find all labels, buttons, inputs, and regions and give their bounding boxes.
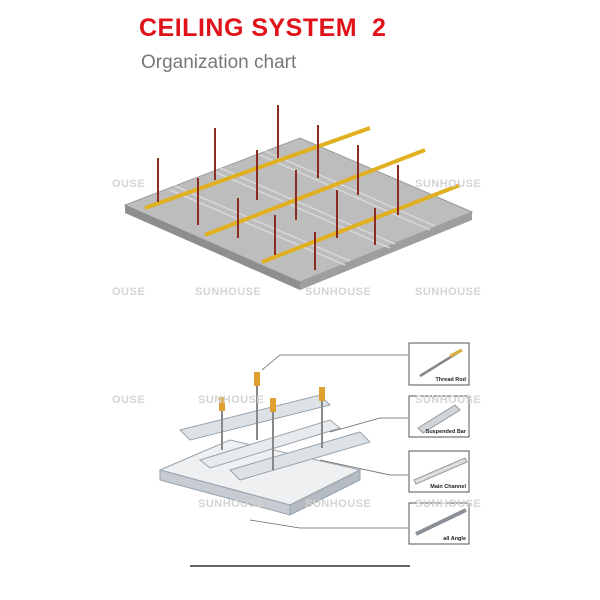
label-suspended-bar: Suspended Bar (425, 429, 466, 435)
watermark: SUNHOUSE (198, 498, 265, 510)
label-main-channel: Main Channel (430, 484, 466, 490)
main-channel-icon (413, 457, 468, 485)
watermark: SUNHOUSE (415, 286, 482, 298)
wall-angle-icon (415, 508, 467, 536)
watermark: SUNHOUSE (305, 286, 372, 298)
watermark: SUNHOUSE (195, 286, 262, 298)
callout-lines (249, 354, 408, 529)
ceiling-board-diagram (123, 105, 474, 290)
watermark: SUNHOUSE (198, 394, 265, 406)
watermark: SUNHOUSE (415, 394, 482, 406)
suspended-bar-icon (417, 404, 461, 434)
watermark: SUNHOUSE (415, 498, 482, 510)
watermark: SUNHOUSE (305, 498, 372, 510)
label-thread-rod: Thread Rod (435, 377, 466, 383)
watermark: OUSE (112, 394, 146, 406)
frame-assembly-diagram (158, 372, 371, 516)
watermark: OUSE (112, 286, 146, 298)
page-subtitle: Organization chart (141, 52, 297, 73)
watermark: OUSE (112, 178, 146, 190)
page-title: CEILING SYSTEM 2 (139, 14, 387, 42)
label-wall-angle: all Angle (443, 536, 466, 542)
watermark: SUNHOUSE (415, 178, 482, 190)
